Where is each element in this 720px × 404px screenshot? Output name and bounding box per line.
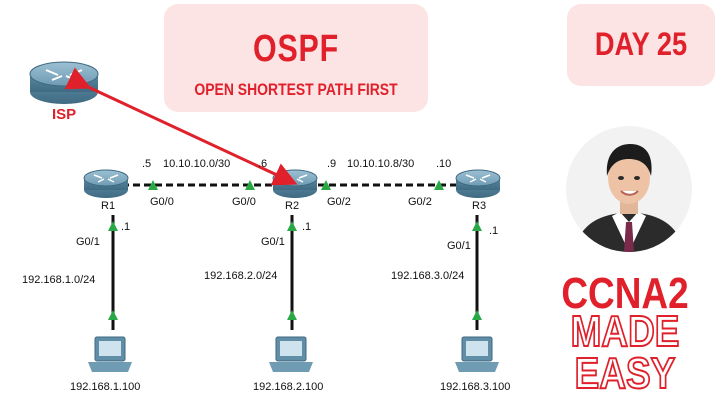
lan-arrow-r1 (108, 221, 118, 231)
lan-3-host: .1 (489, 225, 499, 237)
link-1-network: 10.10.10.0/30 (163, 158, 231, 170)
day-label: DAY 25 (594, 26, 688, 62)
isp-router-icon (29, 61, 99, 104)
isp-label: ISP (52, 106, 77, 123)
lan-1-network: 192.168.1.0/24 (22, 274, 96, 286)
lan-2-network: 192.168.2.0/24 (204, 270, 278, 282)
r2-serial-host-left: .6 (258, 158, 268, 170)
r3-serial-host: .10 (436, 158, 452, 170)
pc-2-icon (269, 336, 313, 372)
router-r3-icon (455, 169, 501, 198)
day-badge: DAY 25 (567, 4, 715, 86)
lan-arrow-pc3 (472, 310, 482, 320)
lan-3-network: 192.168.3.0/24 (391, 270, 465, 282)
pc-1-address: 192.168.1.100 (70, 381, 141, 393)
router-r2-icon (272, 169, 318, 198)
page-title: OSPF (253, 28, 339, 70)
r2-link-interface-left: G0/0 (232, 196, 256, 208)
brand-made: MADE (570, 307, 681, 356)
pc-2-address: 192.168.2.100 (253, 381, 324, 393)
r3-label: R3 (472, 200, 487, 212)
lan-arrow-r2 (287, 221, 297, 231)
r1-link-interface: G0/0 (150, 196, 174, 208)
brand-ccna2: CCNA2 (561, 269, 689, 318)
brand-easy: EASY (574, 349, 676, 398)
pc-3-address: 192.168.3.100 (440, 381, 511, 393)
lan-2-host: .1 (302, 221, 312, 233)
lan-2-interface: G0/1 (261, 236, 285, 248)
lan-arrow-pc1 (108, 310, 118, 320)
link-arrow-r2-right (321, 180, 331, 190)
lan-arrow-r3 (472, 221, 482, 231)
r2-label: R2 (285, 200, 300, 212)
r2-serial-host-right: .9 (327, 158, 337, 170)
r3-link-interface: G0/2 (408, 196, 432, 208)
lan-1-host: .1 (121, 221, 131, 233)
r2-link-interface-right: G0/2 (327, 196, 351, 208)
router-r1-icon (83, 169, 129, 198)
pc-3-icon (455, 336, 499, 372)
lan-arrow-pc2 (287, 310, 297, 320)
lan-1-interface: G0/1 (76, 236, 100, 248)
link-2-network: 10.10.10.8/30 (347, 158, 415, 170)
lan-3-interface: G0/1 (447, 240, 471, 252)
isp-connection-arrow (64, 67, 298, 186)
r1-serial-host: .5 (142, 158, 152, 170)
avatar (566, 126, 692, 252)
link-arrow-r3 (434, 180, 444, 190)
pc-1-icon (88, 336, 132, 372)
r1-label: R1 (101, 200, 116, 212)
